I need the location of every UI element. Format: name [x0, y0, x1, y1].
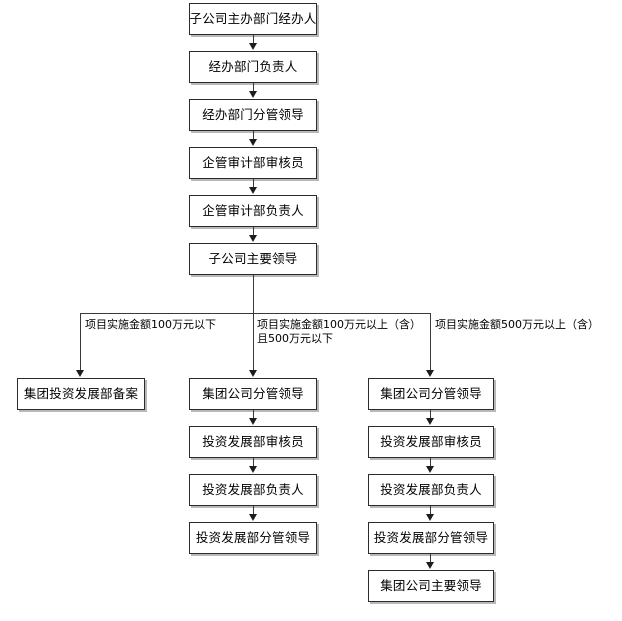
process-node-high-invest-reviewer[interactable]: 投资发展部审核员 — [368, 426, 494, 458]
connector-line-5 — [253, 227, 254, 236]
process-node-mid-invest-head[interactable]: 投资发展部负责人 — [189, 474, 317, 506]
process-node-audit-head[interactable]: 企管审计部负责人 — [189, 195, 317, 227]
process-node-high-group-main-leader[interactable]: 集团公司主要领导 — [368, 570, 494, 602]
split-horizontal-bar — [80, 313, 431, 314]
process-node-high-invest-head[interactable]: 投资发展部负责人 — [368, 474, 494, 506]
connector-line-high-2 — [430, 458, 431, 467]
arrow-head-icon-5 — [249, 235, 257, 242]
split-trunk-line — [253, 275, 254, 314]
connector-line-high-4 — [430, 554, 431, 563]
process-node-sub-company-leader[interactable]: 子公司主要领导 — [189, 243, 317, 275]
arrow-head-icon-2 — [249, 91, 257, 98]
arrow-head-icon-branch-low — [76, 370, 84, 377]
connector-line-high-1 — [430, 410, 431, 419]
process-node-dept-head[interactable]: 经办部门负责人 — [189, 51, 317, 83]
process-node-sub-company-handler[interactable]: 子公司主办部门经办人 — [189, 3, 317, 35]
arrow-head-icon-high-1 — [426, 418, 434, 425]
connector-line-2 — [253, 83, 254, 92]
process-node-high-group-leader[interactable]: 集团公司分管领导 — [368, 378, 494, 410]
arrow-head-icon-branch-mid — [249, 370, 257, 377]
branch-stem-low — [80, 313, 81, 371]
branch-stem-mid — [253, 313, 254, 371]
arrow-head-icon-3 — [249, 139, 257, 146]
arrow-head-icon-mid-1 — [249, 418, 257, 425]
arrow-head-icon-4 — [249, 187, 257, 194]
process-node-mid-group-leader[interactable]: 集团公司分管领导 — [189, 378, 317, 410]
connector-line-mid-3 — [253, 506, 254, 515]
connector-line-mid-1 — [253, 410, 254, 419]
arrow-head-icon-mid-2 — [249, 466, 257, 473]
process-node-group-invest-dept-filing[interactable]: 集团投资发展部备案 — [17, 378, 145, 410]
arrow-head-icon-high-4 — [426, 562, 434, 569]
connector-line-4 — [253, 179, 254, 188]
process-node-high-invest-leader[interactable]: 投资发展部分管领导 — [368, 522, 494, 554]
connector-line-3 — [253, 131, 254, 140]
process-node-mid-invest-leader[interactable]: 投资发展部分管领导 — [189, 522, 317, 554]
branch-condition-label-mid: 项目实施金额100万元以上（含） 且500万元以下 — [257, 318, 421, 345]
arrow-head-icon-mid-3 — [249, 514, 257, 521]
connector-line-high-3 — [430, 506, 431, 515]
branch-condition-label-low: 项目实施金额100万元以下 — [85, 318, 216, 331]
process-node-dept-leader[interactable]: 经办部门分管领导 — [189, 99, 317, 131]
process-node-audit-reviewer[interactable]: 企管审计部审核员 — [189, 147, 317, 179]
connector-line-1 — [253, 35, 254, 44]
branch-stem-high — [430, 313, 431, 371]
connector-line-mid-2 — [253, 458, 254, 467]
arrow-head-icon-branch-high — [426, 370, 434, 377]
branch-condition-label-high: 项目实施金额500万元以上（含） — [435, 318, 599, 331]
arrow-head-icon-high-2 — [426, 466, 434, 473]
process-node-mid-invest-reviewer[interactable]: 投资发展部审核员 — [189, 426, 317, 458]
arrow-head-icon-high-3 — [426, 514, 434, 521]
arrow-head-icon-1 — [249, 43, 257, 50]
